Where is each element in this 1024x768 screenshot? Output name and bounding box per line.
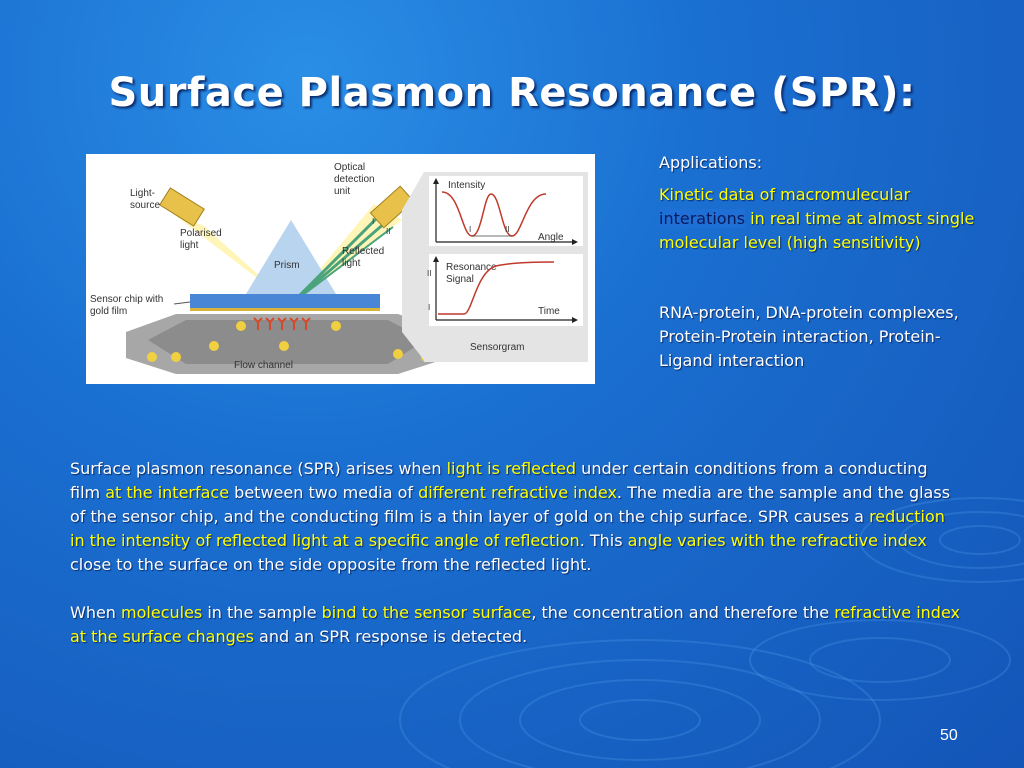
p1-highlight-5: angle varies with the refractive index	[627, 531, 927, 550]
p1-text-5: . This	[579, 531, 628, 550]
dip-marker-i: I	[469, 225, 471, 234]
p1-text-6: close to the surface on the side opposit…	[70, 555, 592, 574]
p2-highlight-1: molecules	[121, 603, 203, 622]
p1-text-4: . The media are the sample and the glass…	[70, 483, 951, 526]
ray-marker-i: I	[372, 217, 374, 226]
polarised-light-label-2: light	[180, 240, 199, 251]
p1-highlight-1: light is reflected	[446, 459, 577, 478]
kinetic-text-part1: Kinetic data of macromulecular	[659, 185, 911, 204]
light-source-label-1: Light-	[130, 188, 155, 199]
flow-channel-label: Flow channel	[234, 360, 293, 371]
ray-marker-ii: II	[386, 227, 390, 236]
light-source-label-2: source	[130, 200, 160, 211]
intensity-label: Intensity	[448, 180, 485, 191]
kinetic-text-part2: in real time at almost single molecular …	[659, 209, 975, 252]
time-label: Time	[538, 306, 560, 317]
dip-marker-ii: II	[505, 225, 509, 234]
page-number: 50	[940, 727, 958, 744]
p2-highlight-3: refractive index at the surface changes	[70, 603, 960, 646]
odu-label-1: Optical	[334, 162, 365, 173]
angle-label: Angle	[538, 232, 564, 243]
resonance-label-2: Signal	[446, 274, 474, 285]
kinetic-data-text: Kinetic data of macromulecular interatio…	[659, 183, 979, 255]
polarised-light-label-1: Polarised	[180, 228, 222, 239]
p1-highlight-4: reduction in the intensity of reflected …	[70, 507, 945, 550]
body-text: Surface plasmon resonance (SPR) arises w…	[70, 457, 960, 649]
odu-label-3: unit	[334, 186, 350, 197]
prism-label: Prism	[274, 260, 300, 271]
p1-highlight-3: different refractive index	[418, 483, 617, 502]
resonance-label-1: Resonance	[446, 262, 497, 273]
sensor-chip-label-1: Sensor chip with	[90, 294, 163, 305]
sensorgram-label: Sensorgram	[470, 342, 524, 353]
p2-text-2: in the sample	[202, 603, 322, 622]
odu-label-2: detection	[334, 174, 375, 185]
applications-panel: Applications: Kinetic data of macromulec…	[659, 151, 979, 373]
reflected-light-label-1: Reflected	[342, 246, 384, 257]
slide-title: Surface Plasmon Resonance (SPR):	[108, 70, 916, 116]
p1-text-2: under certain conditions from a conducti…	[70, 459, 928, 502]
level-marker-ii: II	[427, 269, 431, 278]
p2-text-3: , the concentration and therefore the	[531, 603, 835, 622]
paragraph-2: When molecules in the sample bind to the…	[70, 601, 960, 649]
spr-diagram: Prism Flow channel Light-	[86, 154, 595, 384]
complexes-text: RNA-protein, DNA-protein complexes, Prot…	[659, 303, 959, 370]
kinetic-highlight: interations	[659, 209, 746, 228]
p2-text-4: and an SPR response is detected.	[253, 627, 528, 646]
reflected-light-label-2: light	[342, 258, 361, 269]
p2-highlight-2: bind to the sensor surface	[321, 603, 532, 622]
p1-text-1: Surface plasmon resonance (SPR) arises w…	[70, 459, 447, 478]
p1-text-3: between two media of	[229, 483, 419, 502]
p2-text-1: When	[70, 603, 122, 622]
paragraph-1: Surface plasmon resonance (SPR) arises w…	[70, 457, 960, 577]
p1-highlight-2: at the interface	[105, 483, 230, 502]
sensor-chip-label-2: gold film	[90, 306, 127, 317]
level-marker-i: I	[428, 303, 430, 312]
applications-heading: Applications:	[659, 153, 763, 172]
